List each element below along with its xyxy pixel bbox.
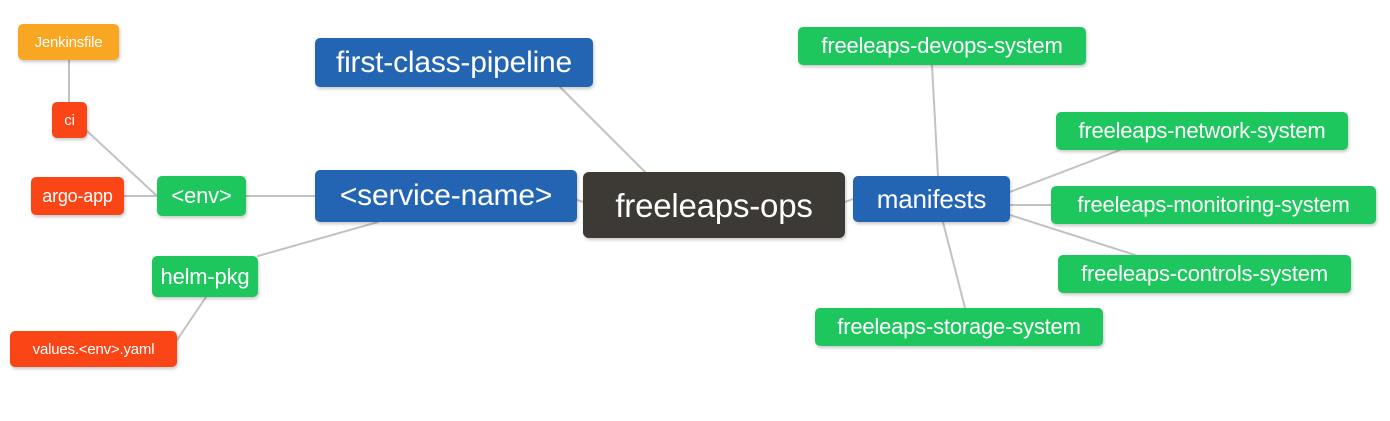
- mindmap-node-ci[interactable]: ci: [52, 102, 87, 138]
- edge-manifests-to-freeleaps-devops-system: [931, 64, 939, 177]
- node-label: Jenkinsfile: [34, 33, 103, 51]
- node-label: <env>: [171, 183, 232, 208]
- mindmap-node-values-yaml[interactable]: values.<env>.yaml: [10, 331, 177, 367]
- node-label: freeleaps-controls-system: [1081, 261, 1328, 286]
- edge-freeleaps-ops-to-manifests: [844, 198, 854, 203]
- node-label: <service-name>: [339, 179, 553, 212]
- node-label: manifests: [876, 184, 987, 214]
- node-label: helm-pkg: [160, 263, 250, 289]
- node-label: freeleaps-storage-system: [837, 314, 1081, 339]
- mindmap-node-env[interactable]: <env>: [157, 176, 246, 216]
- node-label: values.<env>.yaml: [32, 340, 155, 358]
- mindmap-node-first-class-pipeline[interactable]: first-class-pipeline: [315, 38, 593, 87]
- node-label: freeleaps-ops: [615, 186, 813, 224]
- node-label: first-class-pipeline: [335, 45, 573, 79]
- node-label: freeleaps-network-system: [1078, 118, 1326, 143]
- mindmap-node-jenkinsfile[interactable]: Jenkinsfile: [18, 24, 119, 60]
- edge-manifests-to-freeleaps-storage-system: [942, 221, 966, 309]
- mindmap-node-helm-pkg[interactable]: helm-pkg: [152, 256, 258, 297]
- mindmap-node-service-name[interactable]: <service-name>: [315, 170, 577, 222]
- mindmap-node-freeleaps-ops[interactable]: freeleaps-ops: [583, 172, 845, 238]
- edge-values-yaml-to-helm-pkg: [176, 296, 207, 341]
- node-label: freeleaps-devops-system: [821, 33, 1063, 58]
- mindmap-node-argo-app[interactable]: argo-app: [31, 177, 124, 215]
- mindmap-node-freeleaps-network-system[interactable]: freeleaps-network-system: [1056, 112, 1348, 150]
- mindmap-node-freeleaps-devops-system[interactable]: freeleaps-devops-system: [798, 27, 1086, 65]
- mindmap-node-freeleaps-controls-system[interactable]: freeleaps-controls-system: [1058, 255, 1351, 293]
- mindmap-node-manifests[interactable]: manifests: [853, 176, 1010, 222]
- edge-first-class-pipeline-to-freeleaps-ops: [559, 86, 646, 173]
- mindmap-node-freeleaps-storage-system[interactable]: freeleaps-storage-system: [815, 308, 1103, 346]
- mindmap-node-freeleaps-monitoring-system[interactable]: freeleaps-monitoring-system: [1051, 186, 1376, 224]
- node-label: argo-app: [42, 186, 113, 206]
- node-label: ci: [64, 111, 75, 129]
- edge-helm-pkg-to-service-name: [257, 221, 379, 257]
- node-label: freeleaps-monitoring-system: [1077, 192, 1350, 217]
